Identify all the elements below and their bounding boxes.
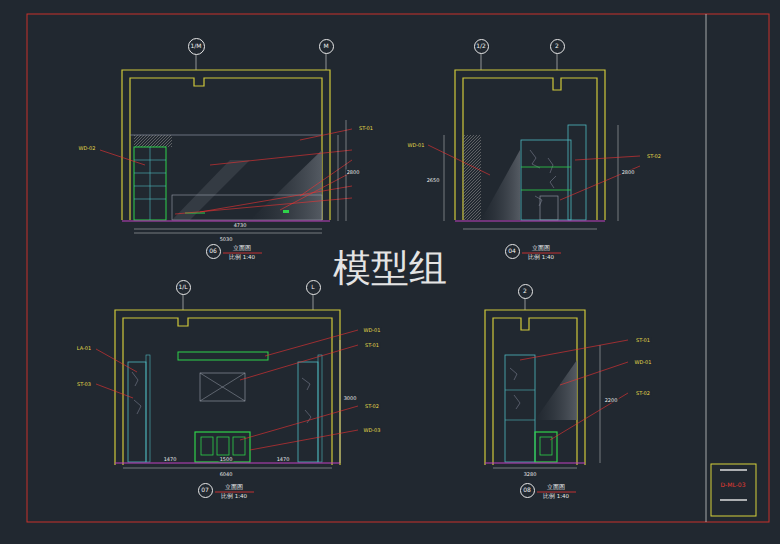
- view-title: 立面图: [546, 484, 566, 490]
- grid-axis-bubble: M: [319, 39, 334, 54]
- material-tag: ST-02: [635, 391, 651, 396]
- grid-axis-bubble: 2: [518, 284, 533, 299]
- view-title: 立面图: [224, 484, 244, 490]
- grid-axis-bubble: 1/M: [188, 38, 205, 55]
- grid-axis-bubble: 1/L: [176, 280, 191, 295]
- scale-note: 比例 1:40: [527, 255, 555, 261]
- grid-axis-bubble: 2: [550, 39, 565, 54]
- axis-label: 07: [201, 487, 209, 493]
- material-tag: ST-02: [646, 154, 662, 159]
- dimension: 3280: [523, 472, 538, 477]
- scale-note: 比例 1:40: [220, 494, 248, 500]
- elevation-index-bubble: 04: [505, 244, 520, 259]
- grid-axis-bubble: 1/2: [474, 39, 489, 54]
- material-tag: WD-02: [78, 146, 97, 151]
- watermark: 模型组: [332, 249, 448, 287]
- axis-label: 2: [523, 288, 527, 294]
- axis-label: M: [323, 43, 328, 49]
- axis-label: 1/L: [178, 284, 187, 290]
- material-tag: WD-01: [407, 143, 426, 148]
- view-title: 立面图: [232, 245, 252, 251]
- grid-axis-bubble: L: [306, 280, 321, 295]
- axis-label: 1/M: [190, 43, 201, 49]
- material-tag: ST-01: [358, 126, 374, 131]
- elevation-index-bubble: 07: [198, 483, 213, 498]
- axis-label: 06: [209, 248, 217, 254]
- dimension: 2800: [346, 170, 361, 175]
- material-tag: ST-01: [364, 343, 380, 348]
- material-tag: ST-02: [364, 404, 380, 409]
- elevation-index-bubble: 08: [520, 483, 535, 498]
- axis-label: 04: [508, 248, 516, 254]
- axis-label: 08: [523, 487, 531, 493]
- dimension: 5030: [219, 237, 234, 242]
- dimension: 6040: [219, 472, 234, 477]
- dimension: 1470: [276, 457, 291, 462]
- material-tag: WD-01: [363, 328, 382, 333]
- material-tag: WD-01: [634, 360, 653, 365]
- material-tag: ST-01: [635, 338, 651, 343]
- material-tag: ST-03: [76, 382, 92, 387]
- view-title: 立面图: [531, 245, 551, 251]
- scale-note: 比例 1:40: [228, 255, 256, 261]
- dimension: 2650: [426, 178, 441, 183]
- dimension: 2200: [604, 398, 619, 403]
- dimension: 2800: [621, 170, 636, 175]
- drawing-number: D-ML-03: [720, 482, 747, 488]
- scale-note: 比例 1:40: [542, 494, 570, 500]
- dimension: 1500: [219, 457, 234, 462]
- axis-label: 1/2: [476, 43, 486, 49]
- dimension: 4730: [233, 223, 248, 228]
- material-tag: LA-01: [76, 346, 92, 351]
- axis-label: 2: [555, 43, 559, 49]
- axis-label: L: [311, 284, 314, 290]
- material-tag: WD-03: [363, 428, 382, 433]
- dimension: 3000: [343, 396, 358, 401]
- elevation-index-bubble: 06: [206, 244, 221, 259]
- dimension: 1470: [163, 457, 178, 462]
